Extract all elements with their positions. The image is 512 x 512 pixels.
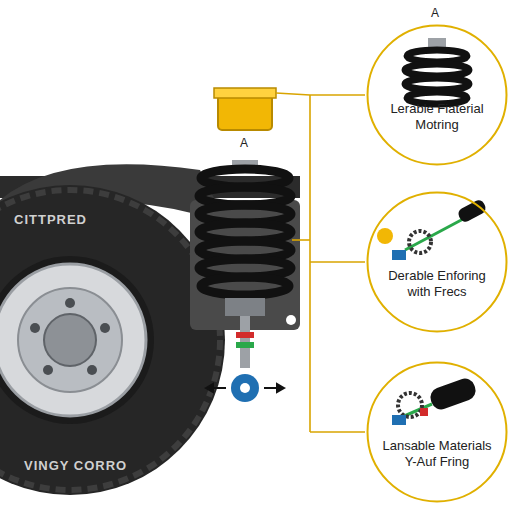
circle-outline bbox=[366, 24, 508, 166]
callout-ground bbox=[366, 24, 508, 166]
tire-lettering: VINGY CORRO bbox=[24, 458, 127, 473]
callout-text: Derable Enforing with Frecs bbox=[375, 268, 499, 300]
callout-text: Lansable Materials Y-Auf Fring bbox=[375, 438, 499, 470]
leader-lines bbox=[276, 93, 365, 432]
callout-ground bbox=[366, 191, 508, 333]
wheel-rim bbox=[0, 264, 146, 416]
circle-outline bbox=[366, 361, 508, 503]
tire-bead bbox=[0, 256, 154, 424]
spring-seat bbox=[225, 298, 265, 316]
rod-band bbox=[236, 332, 254, 338]
cap-rim bbox=[214, 88, 276, 98]
mini-cylinder bbox=[392, 376, 478, 425]
circle-outline bbox=[366, 191, 508, 333]
callout-circle: Lansable Materials Y-Auf Fring bbox=[366, 361, 508, 503]
lug-nuts bbox=[30, 298, 110, 375]
rod-band bbox=[236, 342, 254, 348]
callout-letter: A bbox=[240, 136, 248, 150]
callout-text: Lerable Fiaterial Motring bbox=[375, 101, 499, 133]
callout-ground bbox=[366, 361, 508, 503]
callout-circle: Lerable Fiaterial Motring bbox=[366, 24, 508, 166]
rim-inner bbox=[18, 288, 122, 392]
callout-letter: A bbox=[431, 6, 439, 20]
mini-spring bbox=[405, 50, 469, 104]
mount-bracket bbox=[190, 200, 300, 330]
blue-eye bbox=[231, 374, 259, 402]
motion-arrows bbox=[206, 384, 284, 392]
tire-tread bbox=[0, 190, 220, 490]
callout-circle: Derable Enforing with Frecs bbox=[366, 191, 508, 333]
eye-hole bbox=[240, 383, 250, 393]
tire-lettering: CITTPRED bbox=[14, 212, 87, 227]
coil-spring bbox=[199, 169, 291, 295]
bracket-hole bbox=[286, 315, 296, 325]
hub bbox=[44, 314, 96, 366]
